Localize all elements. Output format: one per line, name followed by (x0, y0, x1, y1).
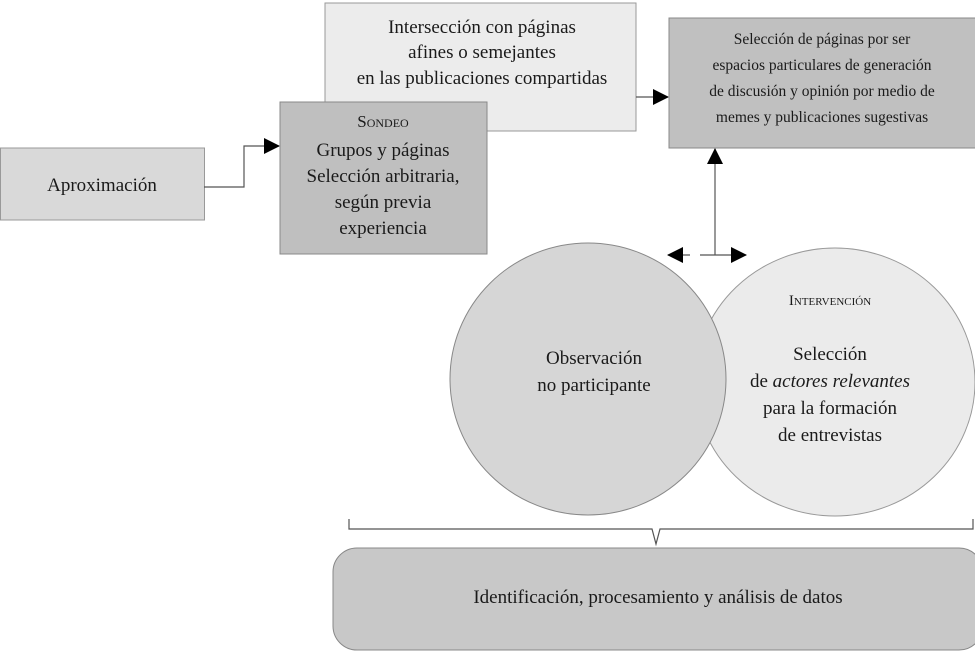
intervencion-line-2: de actores relevantes (750, 371, 910, 392)
analisis-label: Identificación, procesamiento y análisis… (473, 587, 842, 608)
intervencion-title: Intervención (789, 293, 871, 309)
seleccion-line-4: memes y publicaciones sugestivas (716, 109, 928, 126)
intervencion-line-2-italic: actores relevantes (773, 371, 910, 392)
intervencion-line-3: para la formación (763, 398, 897, 419)
sondeo-line-1: Grupos y páginas (317, 140, 450, 161)
observacion-ellipse (449, 242, 727, 516)
analisis-box: Identificación, procesamiento y análisis… (332, 547, 975, 651)
aproximacion-rect (0, 147, 205, 221)
interseccion-line-2: afines o semejantes (408, 42, 556, 63)
seleccion-line-3: de discusión y opinión por medio de (709, 83, 935, 100)
interseccion-line-1: Intersección con páginas (388, 17, 576, 38)
seleccion-line-2: espacios particulares de generación (712, 57, 931, 74)
intervencion-circle: Intervención Selección de actores releva… (694, 247, 975, 517)
sondeo-line-3: según previa (335, 192, 432, 213)
observacion-circle: Observación no participante (449, 242, 727, 516)
intervencion-line-4: de entrevistas (778, 425, 882, 446)
sondeo-box: Sondeo Grupos y páginas Selección arbitr… (279, 101, 488, 255)
seleccion-line-1: Selección de páginas por ser (734, 31, 911, 48)
intervencion-line-1: Selección (793, 344, 867, 365)
arrow-aproximacion-to-sondeo (204, 138, 280, 188)
seleccion-paginas-rect (668, 17, 975, 149)
observacion-line-1: Observación (546, 348, 643, 369)
sondeo-rect (279, 101, 488, 255)
intervencion-line-2-prefix: de (750, 371, 773, 392)
sondeo-line-4: experiencia (339, 218, 427, 239)
interseccion-line-3: en las publicaciones compartidas (357, 68, 608, 89)
analisis-rect (332, 547, 975, 651)
aproximacion-label: Aproximación (47, 175, 157, 196)
observacion-line-2: no participante (537, 375, 650, 396)
aproximacion-box: Aproximación (0, 147, 205, 221)
sondeo-line-2: Selección arbitraria, (307, 166, 460, 187)
sondeo-title: Sondeo (357, 112, 409, 131)
grouping-brace (348, 519, 974, 547)
seleccion-paginas-box: Selección de páginas por ser espacios pa… (668, 17, 975, 149)
